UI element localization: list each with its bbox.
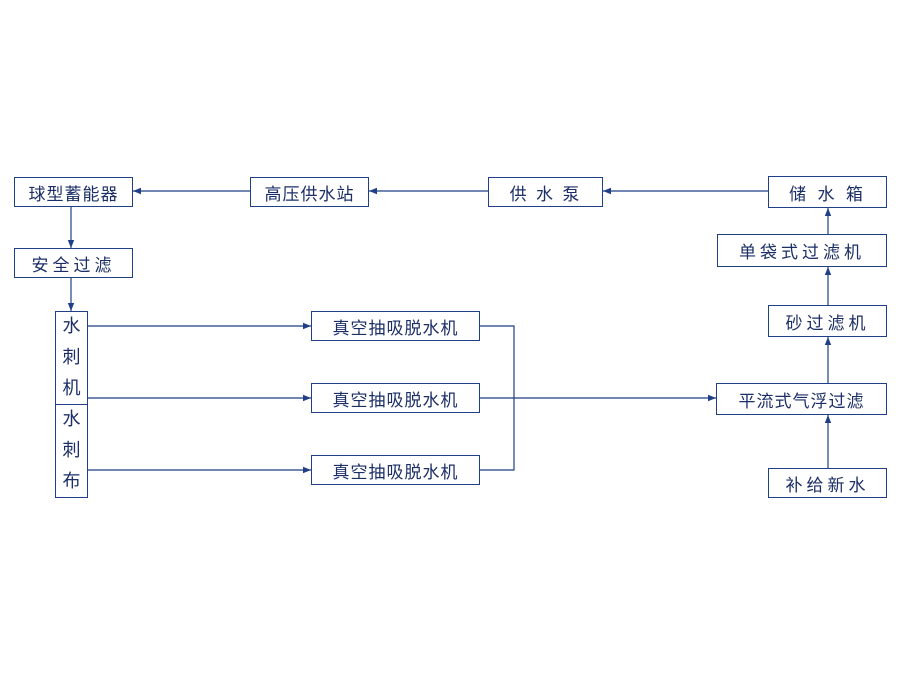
high-pressure-station-box: 高压供水站 [250, 177, 369, 207]
machine-char-3: 机 [62, 377, 81, 399]
vacuum-dewatering-box-2: 真空抽吸脱水机 [311, 383, 480, 413]
machine-char-2: 刺 [62, 346, 81, 368]
ball-accumulator-box: 球型蓄能器 [14, 177, 133, 207]
single-bag-filter-box: 单袋式过滤机 [717, 234, 887, 267]
spunlace-cloth-label: 水 刺 布 [56, 405, 87, 497]
cloth-char-2: 刺 [62, 439, 81, 461]
spunlace-machine-label: 水 刺 机 [56, 312, 87, 404]
vacuum-dewatering-box-1: 真空抽吸脱水机 [311, 311, 480, 341]
storage-tank-box: 储 水 箱 [768, 176, 887, 208]
spunlace-column: 水 刺 机 水 刺 布 [55, 311, 88, 498]
cloth-char-1: 水 [62, 409, 81, 431]
vacuum-dewatering-box-3: 真空抽吸脱水机 [311, 455, 480, 485]
machine-char-1: 水 [62, 316, 81, 338]
fresh-water-box: 补给新水 [768, 468, 887, 498]
supply-pump-box: 供 水 泵 [488, 177, 603, 207]
sand-filter-box: 砂过滤机 [768, 305, 887, 337]
column-divider [56, 404, 87, 405]
cloth-char-3: 布 [62, 470, 81, 492]
flotation-filter-box: 平流式气浮过滤 [716, 383, 887, 415]
safety-filter-box: 安全过滤 [14, 248, 133, 278]
